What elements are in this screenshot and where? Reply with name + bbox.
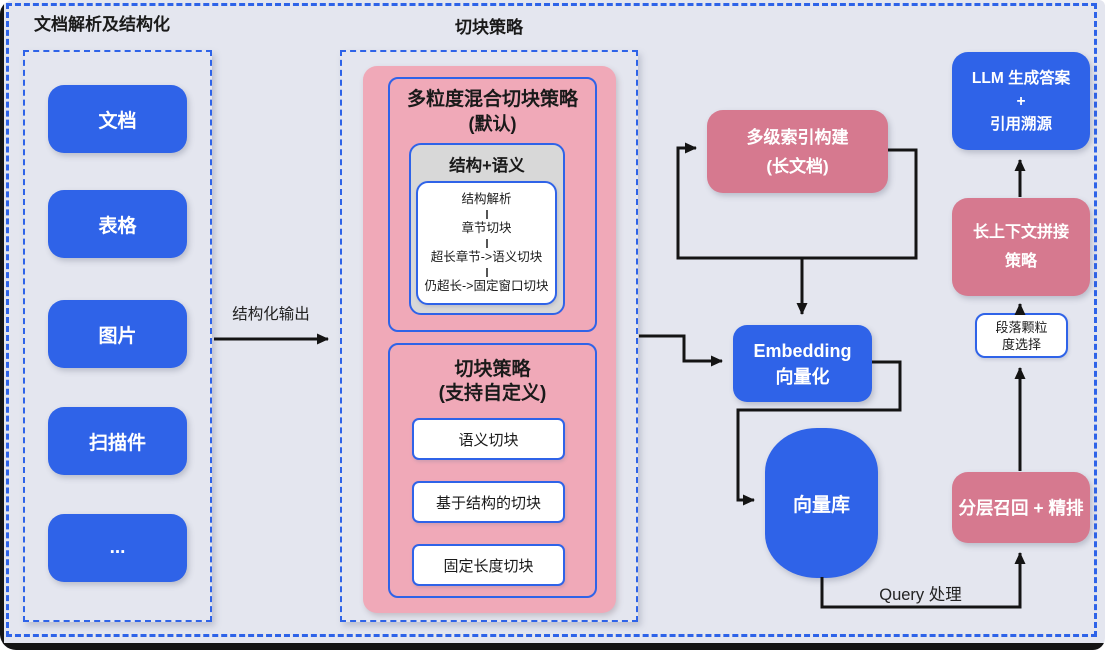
- outer-dashed-frame: [6, 3, 1097, 637]
- structure-semantic-heading: 结构+语义: [449, 157, 525, 175]
- rerank-node: 分层召回 + 精排: [952, 472, 1090, 543]
- granularity-select-node: 段落颗粒 度选择: [975, 313, 1068, 358]
- source-node-document: 文档: [48, 85, 187, 153]
- option-structure-chunk: 基于结构的切块: [412, 481, 565, 523]
- document-sources-frame: [23, 50, 212, 622]
- step-divider: [485, 238, 488, 248]
- pipeline-step: 仍超长->固定窗口切块: [424, 279, 549, 293]
- custom-strategy-frame: [388, 343, 597, 598]
- custom-strategy-heading: 切块策略 (支持自定义): [438, 359, 547, 404]
- vector-store-node: 向量库: [765, 428, 878, 578]
- pipeline-step: 超长章节->语义切块: [430, 250, 543, 264]
- long-context-node: 长上下文拼接 策略: [952, 198, 1090, 296]
- default-strategy-frame: [388, 77, 597, 332]
- pipeline-step: 章节切块: [461, 221, 512, 235]
- source-node-image: 图片: [48, 300, 187, 368]
- query-processing-label: Query 处理: [879, 586, 962, 604]
- default-strategy-heading: 多粒度混合切块策略 (默认): [406, 89, 578, 134]
- option-fixed-length-chunk: 固定长度切块: [412, 544, 565, 586]
- pipeline-step: 结构解析: [461, 192, 512, 206]
- embedding-node: Embedding 向量化: [733, 325, 872, 402]
- llm-answer-node: LLM 生成答案 + 引用溯源: [952, 52, 1090, 150]
- chunk-panel-title: 切块策略: [455, 18, 523, 37]
- source-node-table: 表格: [48, 190, 187, 258]
- canvas-bottom-border: [0, 643, 1105, 650]
- option-semantic-chunk: 语义切块: [412, 418, 565, 460]
- canvas-left-border: [0, 0, 4, 650]
- left-panel-title: 文档解析及结构化: [34, 15, 170, 34]
- chunk-pipeline-box: 结构解析 章节切块 超长章节->语义切块 仍超长->固定窗口切块: [416, 181, 557, 305]
- multilevel-index-node: 多级索引构建 (长文档): [707, 110, 888, 193]
- structured-output-label: 结构化输出: [232, 306, 310, 323]
- chunk-strategies-frame: [340, 50, 638, 622]
- step-divider: [485, 267, 488, 277]
- source-node-scan: 扫描件: [48, 407, 187, 475]
- source-node-more: ...: [48, 514, 187, 582]
- step-divider: [485, 209, 488, 219]
